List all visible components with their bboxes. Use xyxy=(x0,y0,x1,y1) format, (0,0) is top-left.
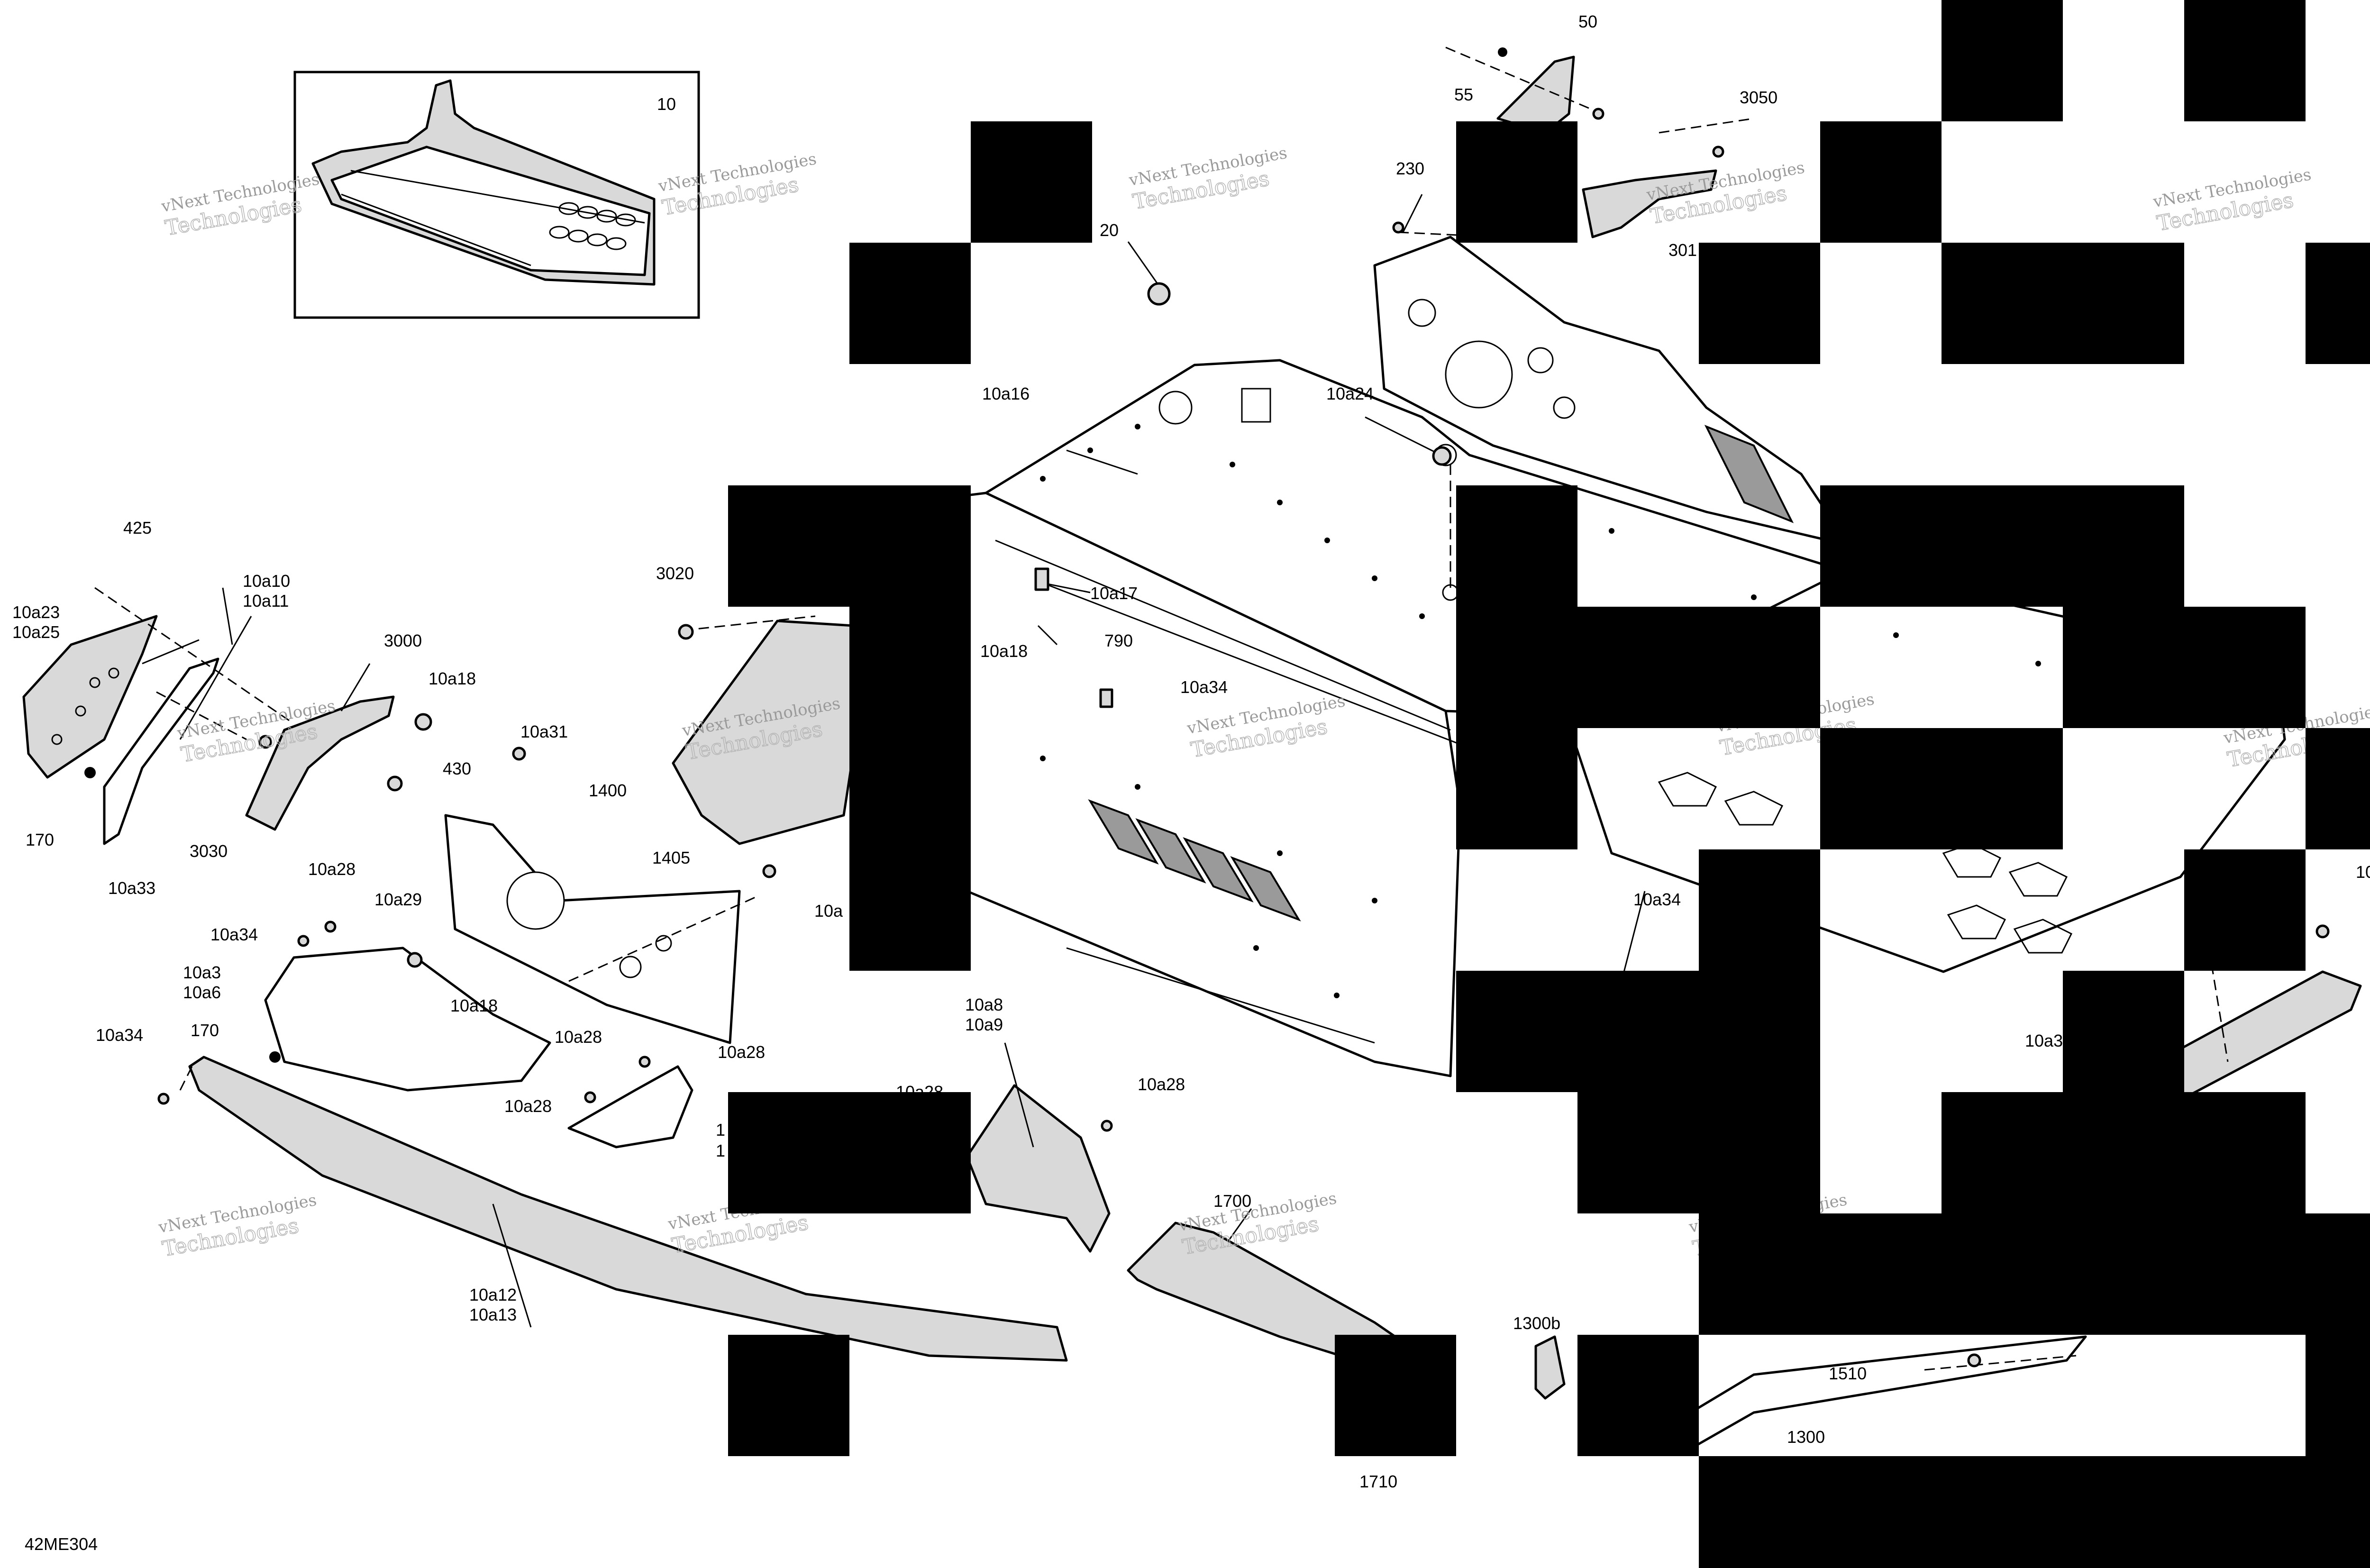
callout-10a6: 10a6 xyxy=(183,983,221,1002)
callout-1510: 1510 xyxy=(1829,1364,1867,1383)
callout-3030: 3030 xyxy=(190,841,228,861)
bracket-10a8 xyxy=(966,1084,1111,1253)
callout-10a33: 10a33 xyxy=(108,878,155,898)
callout-10a17: 10a17 xyxy=(1090,583,1138,603)
callout-10a28-a: 10a28 xyxy=(308,859,356,879)
callout-10a35: 10a35 xyxy=(2356,862,2370,882)
callout-20: 20 xyxy=(1100,220,1119,240)
callout-3050: 3050 xyxy=(1740,88,1778,107)
clip-1300b xyxy=(1534,1335,1566,1400)
callout-1300: 1300 xyxy=(1787,1427,1825,1447)
callout-10a29: 10a29 xyxy=(374,890,422,909)
inset-assembly-view: 10 xyxy=(293,71,700,319)
callout-1300b: 1300b xyxy=(1513,1313,1560,1333)
support-plate-holes xyxy=(506,871,672,978)
callout-10a16: 10a16 xyxy=(982,384,1030,403)
callout-10a28-c: 10a28 xyxy=(718,1042,765,1062)
callout-10a3: 10a3 xyxy=(183,963,221,982)
callout-230: 230 xyxy=(1396,159,1424,178)
skid-plate-10a3 xyxy=(264,947,551,1092)
callout-labels: 50 55 3050 230 20 301 10a16 10a24 425 10… xyxy=(12,12,2370,1554)
callout-3010: 301 xyxy=(1668,240,1697,260)
rail-10a12 xyxy=(188,1056,1068,1362)
rail-10a35 xyxy=(2155,970,2362,1096)
figure-code: 42ME304 xyxy=(25,1534,98,1554)
callout-10a9: 10a9 xyxy=(965,1015,1003,1034)
bracket-10a28 xyxy=(567,1065,693,1149)
callout-10a28-e: 10a28 xyxy=(1138,1075,1185,1094)
rail-1300 xyxy=(1658,1335,2087,1452)
callout-10a18-c: 10a18 xyxy=(450,996,498,1015)
callout-10a24: 10a24 xyxy=(1326,384,1374,403)
fasteners xyxy=(84,47,2330,1367)
callout-10a28-b: 10a28 xyxy=(555,1027,602,1047)
assembly-guides xyxy=(94,46,2229,1371)
callout-10a28-d: 10a28 xyxy=(504,1096,552,1116)
callout-10a10: 10a10 xyxy=(243,571,290,591)
callout-3000: 3000 xyxy=(384,631,422,650)
callout-10a8: 10a8 xyxy=(965,995,1003,1014)
callout-10a18-b: 10a18 xyxy=(980,641,1028,661)
callout-10a34-c: 10a34 xyxy=(96,1025,143,1045)
callout-10a25: 10a25 xyxy=(12,622,60,642)
brace-3000 xyxy=(245,695,395,831)
callout-10a7: 10a xyxy=(814,901,843,921)
callout-430: 430 xyxy=(443,759,471,778)
callout-1710: 1710 xyxy=(1359,1472,1397,1491)
redaction-blocks xyxy=(728,0,2370,1568)
callout-10a13: 10a13 xyxy=(469,1305,517,1324)
inset-label: 10 xyxy=(657,94,676,114)
callout-3020: 3020 xyxy=(656,564,694,583)
callout-790: 790 xyxy=(1104,631,1133,650)
left-bracket-10a23 xyxy=(22,615,158,779)
callout-1400: 1400 xyxy=(589,781,627,800)
callout-425: 425 xyxy=(123,518,152,538)
callout-10a12: 10a12 xyxy=(469,1285,517,1304)
callout-170-a: 170 xyxy=(26,830,54,849)
callout-10a34-a: 10a34 xyxy=(1180,677,1228,697)
callout-10a11: 10a11 xyxy=(243,591,289,611)
callout-1405: 1405 xyxy=(652,848,690,867)
callout-1700: 1700 xyxy=(1213,1191,1251,1211)
callout-50: 50 xyxy=(1578,12,1597,31)
strap-10a10 xyxy=(103,657,219,845)
callout-55: 55 xyxy=(1454,85,1473,104)
callout-10a34-b: 10a34 xyxy=(210,925,258,944)
callout-170-b: 170 xyxy=(191,1021,219,1040)
callout-10a23: 10a23 xyxy=(12,602,60,622)
callout-10a31: 10a31 xyxy=(520,722,568,741)
callout-1-x: 1 xyxy=(716,1120,725,1140)
arm-3050 xyxy=(1582,169,1717,238)
support-plate-1405 xyxy=(444,814,741,1044)
callout-10a3-x: 10a3 xyxy=(2025,1031,2063,1050)
callout-10a34-d: 10a34 xyxy=(1633,890,1681,909)
callout-1-y: 1 xyxy=(716,1141,725,1160)
callout-10a18-a: 10a18 xyxy=(428,669,476,688)
